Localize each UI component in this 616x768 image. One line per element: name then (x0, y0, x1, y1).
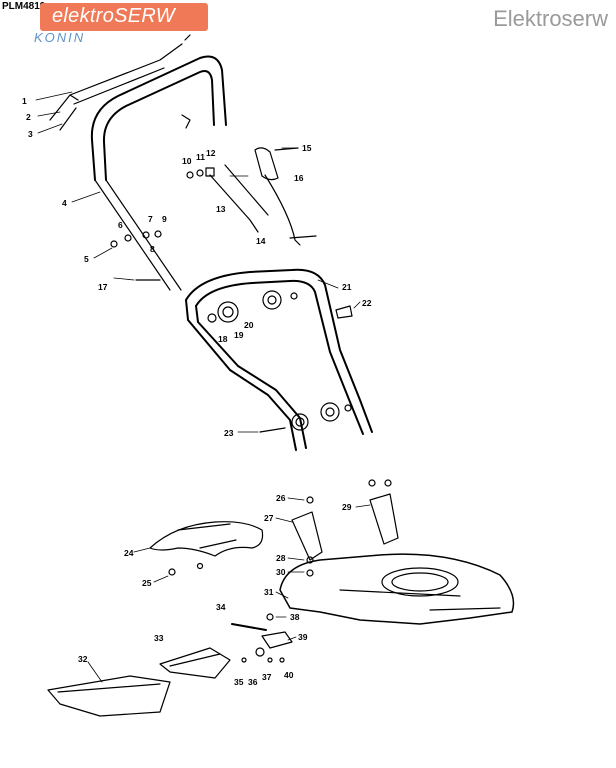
callout-32: 32 (78, 654, 88, 664)
callout-12: 12 (206, 148, 216, 158)
callout-16: 16 (294, 173, 304, 183)
knob-assembly-lower (259, 402, 352, 433)
callout-8: 8 (150, 244, 155, 254)
callout-22: 22 (362, 298, 372, 308)
callout-6: 6 (118, 220, 123, 230)
callout-18: 18 (218, 334, 228, 344)
callout-7: 7 (148, 214, 153, 224)
callout-23: 23 (224, 428, 234, 438)
callout-3: 3 (28, 129, 33, 139)
callout-2: 2 (26, 112, 31, 122)
callout-13: 13 (216, 204, 226, 214)
rear-flap (47, 647, 231, 717)
callout-30: 30 (276, 567, 286, 577)
model-code: PLM4819 (2, 1, 46, 12)
callout-33: 33 (154, 633, 164, 643)
knob-assembly-upper (207, 290, 298, 323)
side-cover (149, 521, 264, 576)
mower-deck (279, 553, 515, 625)
callout-4: 4 (62, 198, 67, 208)
handle-brackets (291, 479, 399, 577)
callout-24: 24 (124, 548, 134, 558)
callout-1: 1 (22, 96, 27, 106)
callout-11: 11 (196, 152, 205, 162)
callout-19: 19 (234, 330, 244, 340)
callout-27: 27 (264, 513, 274, 523)
callout-39: 39 (298, 632, 308, 642)
callout-26: 26 (276, 493, 286, 503)
brand-logo: elektroSERW (40, 3, 208, 31)
brand-logo-text: elektroSERW (52, 5, 175, 27)
callout-10: 10 (182, 156, 192, 166)
cable-assembly (209, 147, 317, 246)
brand-logo-box (40, 3, 208, 31)
callout-labels: 1 2 3 4 5 6 7 8 9 10 11 12 13 14 15 16 1… (22, 96, 372, 687)
callout-34: 34 (216, 602, 226, 612)
callout-21: 21 (342, 282, 352, 292)
callout-17: 17 (98, 282, 108, 292)
callout-40: 40 (284, 670, 294, 680)
callout-9: 9 (162, 214, 167, 224)
callout-29: 29 (342, 502, 352, 512)
callout-37: 37 (262, 672, 272, 682)
leader-lines (35, 91, 371, 683)
upper-handle (49, 34, 227, 291)
lower-handle (185, 268, 373, 451)
callout-38: 38 (290, 612, 300, 622)
callout-31: 31 (264, 587, 274, 597)
fasteners-upper (110, 167, 215, 281)
watermark: Elektroserw (493, 6, 608, 31)
callout-35: 35 (234, 677, 244, 687)
rear-hinge-parts (231, 613, 293, 663)
callout-14: 14 (256, 236, 266, 246)
callout-15: 15 (302, 143, 312, 153)
brand-logo-subtitle: KONIN (34, 30, 86, 45)
callout-28: 28 (276, 553, 286, 563)
callout-5: 5 (84, 254, 89, 264)
callout-20: 20 (244, 320, 254, 330)
clip-part (335, 305, 353, 319)
callout-25: 25 (142, 578, 152, 588)
callout-36: 36 (248, 677, 258, 687)
